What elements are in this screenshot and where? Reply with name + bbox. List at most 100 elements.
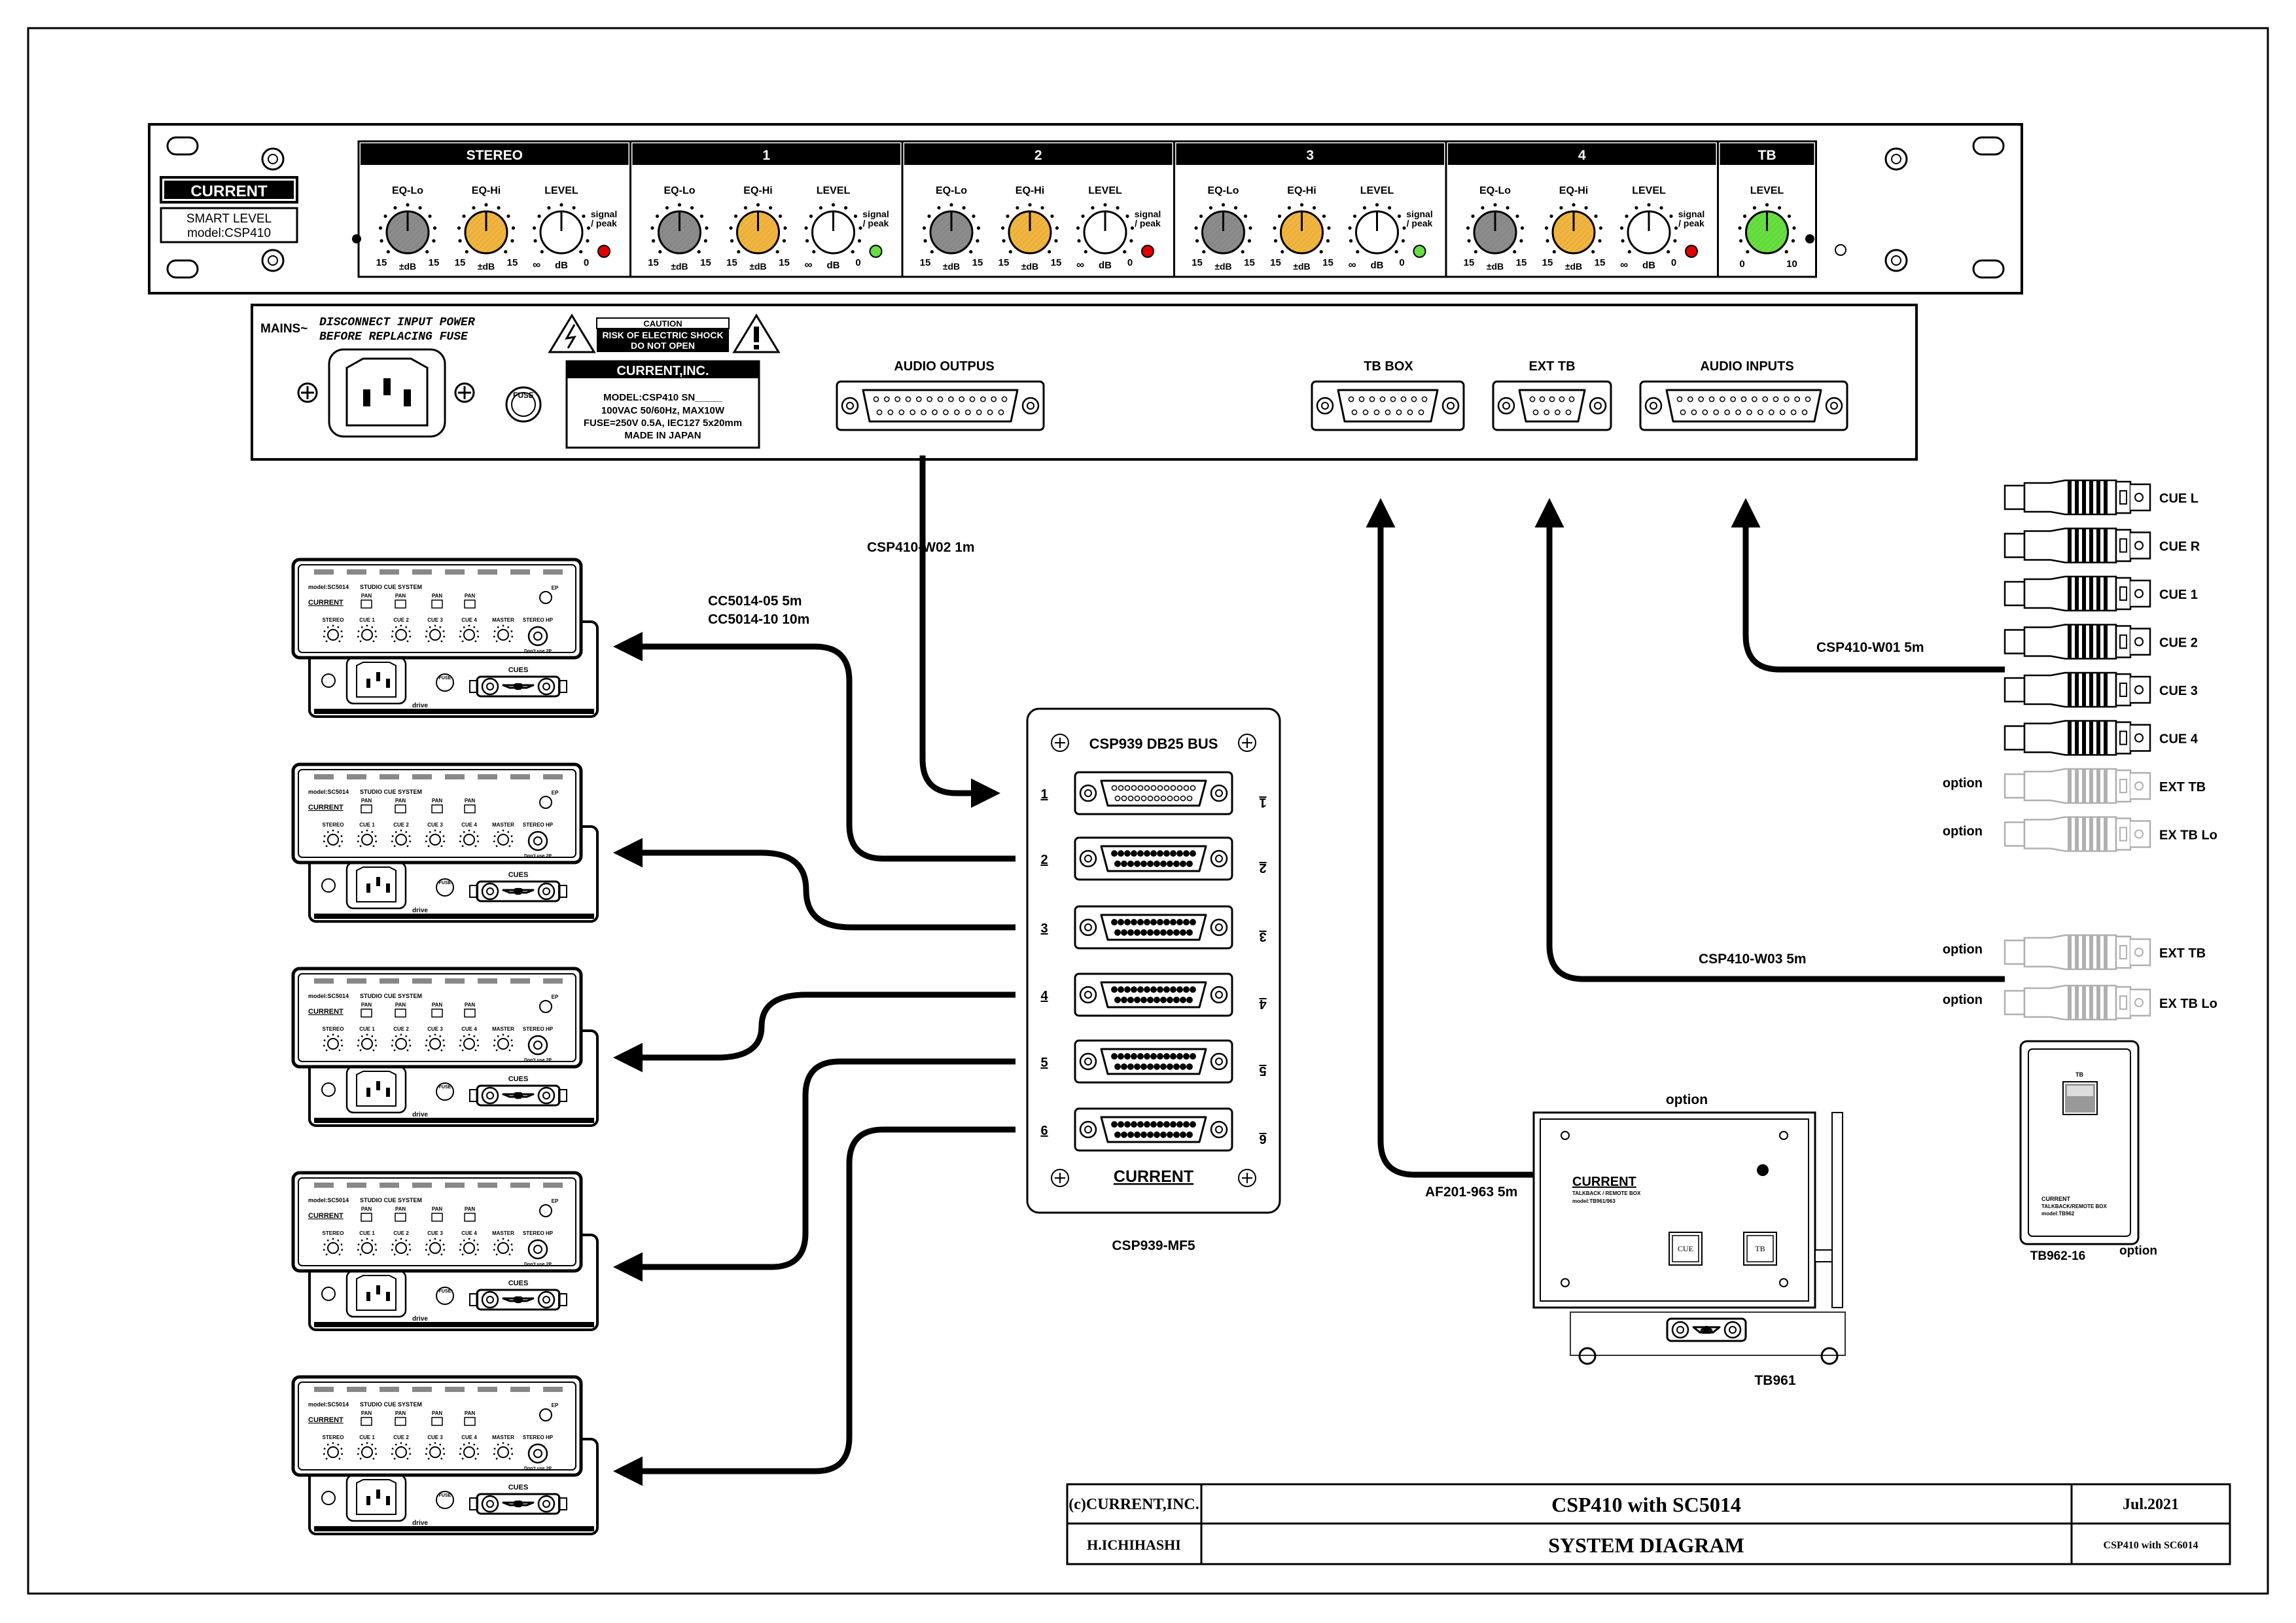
pan-switch[interactable] <box>431 1417 443 1426</box>
eq-hi-knob[interactable] <box>1273 203 1331 255</box>
pan-switch[interactable] <box>395 1417 406 1426</box>
sc5014-knob[interactable] <box>425 1238 446 1256</box>
xlr-connector-5[interactable] <box>2004 671 2151 708</box>
level-knob[interactable] <box>1076 203 1135 255</box>
xlr-connector-1[interactable] <box>2004 479 2151 516</box>
audio-outputs-db25-connector[interactable] <box>836 380 1045 431</box>
sc5014-knob[interactable] <box>459 624 480 643</box>
bus-db25-connector-3[interactable] <box>1074 905 1233 950</box>
pan-switch[interactable] <box>431 1213 443 1222</box>
cues-db25-connector[interactable] <box>476 880 561 902</box>
sc5014-knob[interactable] <box>357 1238 378 1256</box>
sc5014-knob[interactable] <box>323 624 344 643</box>
ep-jack-icon[interactable] <box>539 796 552 809</box>
bus-db25-connector-1[interactable] <box>1074 771 1233 815</box>
cues-db25-connector[interactable] <box>476 1289 561 1311</box>
sc5014-knob[interactable] <box>493 1033 514 1052</box>
pan-switch[interactable] <box>395 1008 406 1018</box>
eq-hi-knob[interactable] <box>729 203 787 255</box>
xlr-connector-3[interactable] <box>2004 575 2151 612</box>
eq-lo-knob[interactable] <box>1466 203 1525 255</box>
cues-db25-connector[interactable] <box>476 1084 561 1107</box>
eq-lo-knob[interactable] <box>378 203 437 255</box>
sc5014-knob[interactable] <box>493 624 514 643</box>
pan-switch[interactable] <box>431 804 443 813</box>
sc5014-knob[interactable] <box>323 1238 344 1256</box>
bus-db25-connector-2[interactable] <box>1074 836 1233 881</box>
sc5014-knob[interactable] <box>391 829 412 847</box>
sc5014-knob[interactable] <box>323 829 344 847</box>
eq-hi-knob[interactable] <box>457 203 516 255</box>
xlr-connector-2[interactable] <box>2004 527 2151 563</box>
eq-hi-knob[interactable] <box>1544 203 1603 255</box>
pan-switch[interactable] <box>361 1213 372 1222</box>
level-knob[interactable] <box>1619 203 1678 255</box>
sc5014-knob[interactable] <box>459 1238 480 1256</box>
sc5014-knob[interactable] <box>425 829 446 847</box>
ep-jack-icon[interactable] <box>539 591 552 604</box>
headphone-jack-icon[interactable] <box>527 1035 548 1056</box>
pan-switch[interactable] <box>464 1213 476 1222</box>
headphone-jack-icon[interactable] <box>527 830 548 851</box>
eq-lo-knob[interactable] <box>1194 203 1252 255</box>
xlr-connector-4[interactable] <box>2004 624 2151 660</box>
xlr-ext-connector-2[interactable] <box>2004 984 2151 1021</box>
headphone-jack-icon[interactable] <box>527 626 548 647</box>
sc5014-knob[interactable] <box>323 1442 344 1460</box>
pan-switch[interactable] <box>395 1213 406 1222</box>
bus-db25-connector-4[interactable] <box>1074 972 1233 1017</box>
sc5014-knob[interactable] <box>493 1442 514 1460</box>
ep-jack-icon[interactable] <box>539 1408 552 1421</box>
xlr-connector-6[interactable] <box>2004 720 2151 756</box>
cues-db25-connector[interactable] <box>476 1493 561 1515</box>
level-knob[interactable] <box>532 203 591 255</box>
pan-switch[interactable] <box>361 599 372 609</box>
ep-jack-icon[interactable] <box>539 1204 552 1217</box>
bus-db25-connector-6[interactable] <box>1074 1107 1233 1152</box>
sc5014-knob[interactable] <box>391 1238 412 1256</box>
sc5014-knob[interactable] <box>391 624 412 643</box>
sc5014-knob[interactable] <box>391 1033 412 1052</box>
sc5014-knob[interactable] <box>425 624 446 643</box>
xlr-ext-connector-1[interactable] <box>2004 934 2151 971</box>
level-knob[interactable] <box>1348 203 1406 255</box>
sc5014-knob[interactable] <box>357 624 378 643</box>
eq-hi-knob[interactable] <box>1000 203 1059 255</box>
tb961-cue-button[interactable] <box>1669 1232 1703 1266</box>
level-knob[interactable] <box>804 203 862 255</box>
cues-db25-connector[interactable] <box>476 675 561 698</box>
tb961-tb-button[interactable] <box>1743 1232 1777 1266</box>
sc5014-knob[interactable] <box>493 1238 514 1256</box>
pan-switch[interactable] <box>395 599 406 609</box>
pan-switch[interactable] <box>361 1417 372 1426</box>
pan-switch[interactable] <box>464 1008 476 1018</box>
ep-jack-icon[interactable] <box>539 1000 552 1013</box>
pan-switch[interactable] <box>431 599 443 609</box>
sc5014-knob[interactable] <box>357 1442 378 1460</box>
pan-switch[interactable] <box>464 804 476 813</box>
tb961-db15-connector[interactable] <box>1666 1317 1747 1342</box>
ext-tb-db9-connector[interactable] <box>1492 380 1612 431</box>
xlr-connector-7[interactable] <box>2004 768 2151 804</box>
sc5014-knob[interactable] <box>425 1033 446 1052</box>
xlr-connector-8[interactable] <box>2004 816 2151 852</box>
pan-switch[interactable] <box>431 1008 443 1018</box>
pan-switch[interactable] <box>395 804 406 813</box>
eq-lo-knob[interactable] <box>922 203 981 255</box>
pan-switch[interactable] <box>361 1008 372 1018</box>
pan-switch[interactable] <box>361 804 372 813</box>
eq-lo-knob[interactable] <box>650 203 709 255</box>
tb-box-db15-connector[interactable] <box>1311 380 1465 431</box>
sc5014-knob[interactable] <box>459 1033 480 1052</box>
sc5014-knob[interactable] <box>493 829 514 847</box>
headphone-jack-icon[interactable] <box>527 1443 548 1464</box>
sc5014-knob[interactable] <box>323 1033 344 1052</box>
tb-level-knob[interactable] <box>1738 203 1796 255</box>
sc5014-knob[interactable] <box>357 829 378 847</box>
sc5014-knob[interactable] <box>357 1033 378 1052</box>
bus-db25-connector-5[interactable] <box>1074 1039 1233 1084</box>
sc5014-knob[interactable] <box>425 1442 446 1460</box>
sc5014-knob[interactable] <box>459 1442 480 1460</box>
headphone-jack-icon[interactable] <box>527 1239 548 1260</box>
sc5014-knob[interactable] <box>459 829 480 847</box>
